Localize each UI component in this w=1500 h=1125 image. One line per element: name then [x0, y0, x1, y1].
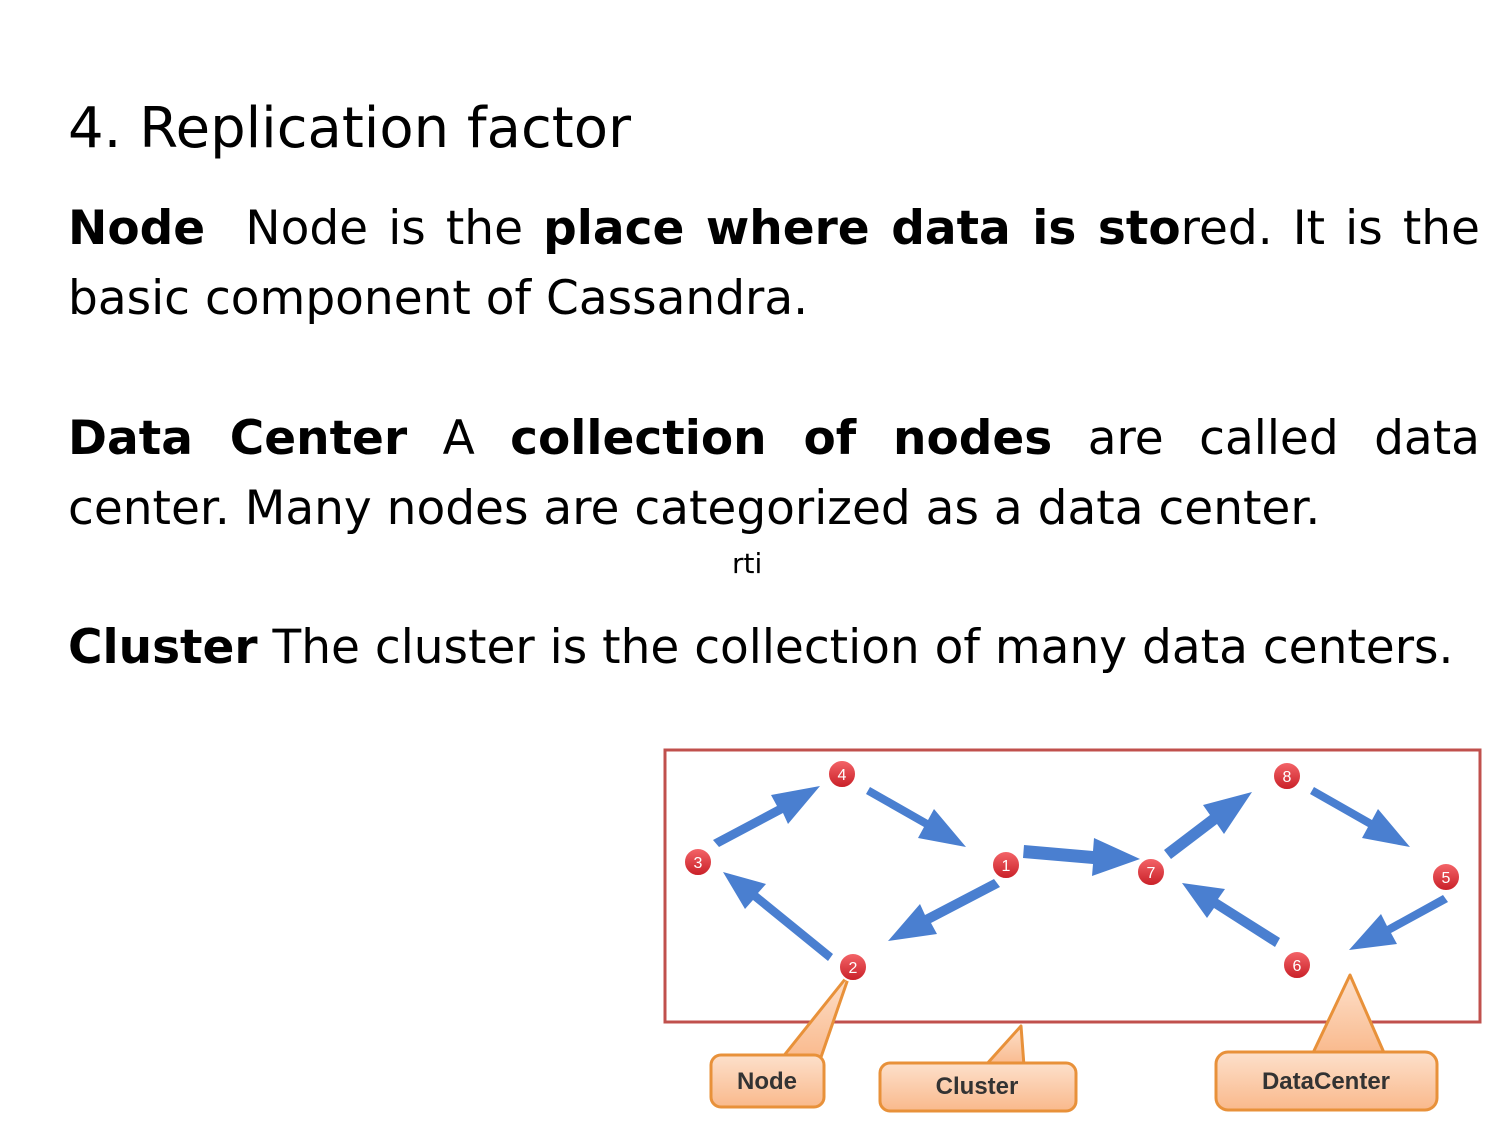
- node-6: 6: [1282, 950, 1312, 980]
- datacenter-text-1: A: [442, 411, 475, 466]
- node-1: 1: [991, 850, 1021, 880]
- diagram-frame: [663, 748, 1482, 1024]
- callout-node-label: Node: [737, 1068, 797, 1095]
- node-5: 5: [1431, 862, 1461, 892]
- callout-datacenter-box: [1214, 1050, 1439, 1112]
- arrow-2-to-3: [723, 872, 833, 961]
- datacenter-bold-phrase: collection of nodes: [510, 411, 1053, 466]
- callout-datacenter: DataCenter: [1214, 1050, 1439, 1112]
- node-definition: Node Node is the place where data is sto…: [68, 194, 1480, 334]
- node-bold-phrase: place where data is sto: [543, 201, 1181, 256]
- arrow-4-to-1: [866, 787, 966, 847]
- callout-cluster: Cluster: [878, 1061, 1078, 1113]
- callout-cluster-box: [878, 1061, 1078, 1113]
- arrow-group: [713, 786, 1448, 961]
- callout-datacenter-label: DataCenter: [1262, 1068, 1390, 1095]
- arrow-3-to-4: [713, 786, 820, 847]
- node-8-circle: [1272, 761, 1302, 791]
- node-7: 7: [1136, 857, 1166, 887]
- arrow-1-to-2: [888, 879, 1000, 941]
- node-text-1: Node is the: [245, 201, 523, 256]
- cluster-text: The cluster is the collection of many da…: [272, 620, 1454, 675]
- node-callout-pointer: [780, 971, 852, 1062]
- datacenter-text-2: are called data center. Many nodes are c…: [68, 411, 1480, 536]
- stray-text: rti: [732, 547, 763, 580]
- callout-cluster-label: Cluster: [936, 1073, 1019, 1100]
- node-2: 2: [838, 952, 868, 982]
- node-8-label: 8: [1283, 769, 1292, 786]
- node-2-label: 2: [849, 960, 858, 977]
- datacenter-term: Data Center: [68, 411, 408, 466]
- cluster-callout-pointer: [983, 1024, 1026, 1068]
- callout-pointers: [780, 971, 1387, 1068]
- cluster-definition: Cluster The cluster is the collection of…: [68, 613, 1480, 683]
- arrow-5-to-6: [1349, 895, 1448, 950]
- node-1-label: 1: [1002, 858, 1011, 875]
- node-6-circle: [1282, 950, 1312, 980]
- callout-node: Node: [709, 1053, 826, 1109]
- node-3: 3: [683, 847, 713, 877]
- node-4: 4: [827, 759, 857, 789]
- node-term: Node: [68, 201, 206, 256]
- node-7-circle: [1136, 857, 1166, 887]
- node-1-circle: [991, 850, 1021, 880]
- callout-node-box: [709, 1053, 826, 1109]
- cluster-term: Cluster: [68, 620, 258, 675]
- datacenter-callout-pointer: [1310, 973, 1387, 1057]
- datacenter-definition: Data Center A collection of nodes are ca…: [68, 404, 1480, 544]
- node-8: 8: [1272, 761, 1302, 791]
- arrow-6-to-7: [1182, 883, 1280, 947]
- node-4-circle: [827, 759, 857, 789]
- node-2-circle: [838, 952, 868, 982]
- node-text-2: red. It is the basic component of Cassan…: [68, 201, 1480, 326]
- node-3-circle: [683, 847, 713, 877]
- arrow-7-to-8: [1164, 792, 1252, 859]
- node-5-circle: [1431, 862, 1461, 892]
- node-6-label: 6: [1293, 958, 1302, 975]
- node-7-label: 7: [1147, 865, 1156, 882]
- arrow-1-to-7: [1023, 838, 1140, 876]
- node-5-label: 5: [1442, 870, 1451, 887]
- arrow-8-to-5: [1310, 787, 1410, 847]
- node-3-label: 3: [694, 855, 703, 872]
- slide-title: 4. Replication factor: [68, 96, 631, 161]
- node-4-label: 4: [838, 767, 847, 784]
